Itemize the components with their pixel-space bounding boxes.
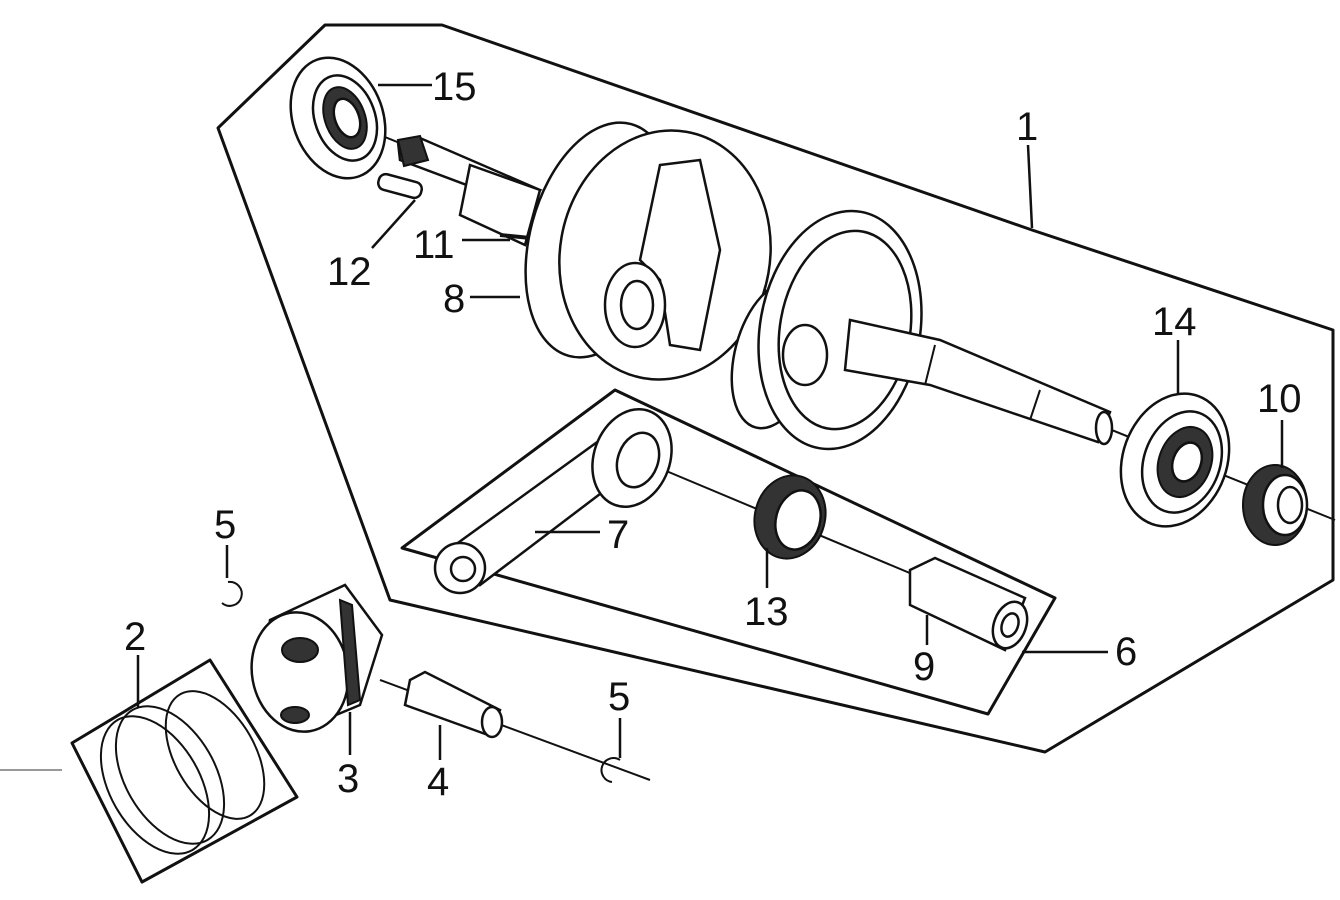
callout-5a: 5: [214, 503, 236, 547]
callout-13: 13: [744, 590, 789, 634]
leader-1: [1026, 144, 1034, 229]
woodruff-key-12: [377, 172, 423, 200]
left-crank-shaft: [396, 134, 543, 247]
callout-8: 8: [443, 277, 465, 321]
crank-pin-9: [908, 556, 1029, 652]
callout-15: 15: [432, 65, 477, 109]
bearing-14: [1119, 392, 1231, 528]
callout-1: 1: [1016, 105, 1038, 149]
callout-9: 9: [913, 645, 935, 689]
right-crank-shaft: [843, 318, 1114, 446]
left-flywheel: [524, 121, 772, 381]
leader-12: [371, 199, 416, 249]
piston-pin-4: [403, 670, 504, 739]
connecting-rod-7: [433, 408, 673, 595]
circlip-5-lower: [600, 757, 621, 783]
callout-5b: 5: [608, 675, 630, 719]
bearing-15: [289, 56, 387, 180]
callout-14: 14: [1152, 300, 1197, 344]
circlip-5-upper: [221, 580, 243, 607]
callout-2: 2: [124, 615, 146, 659]
piston-rings-outline: [70, 658, 299, 884]
callout-7: 7: [607, 513, 629, 557]
right-flywheel: [730, 209, 923, 451]
callout-6: 6: [1115, 630, 1137, 674]
callout-12: 12: [327, 250, 372, 294]
connecting-rod-set-outline: [400, 388, 1057, 716]
sprocket-10: [1242, 464, 1309, 546]
piston-rings-2: [99, 690, 266, 855]
callout-11: 11: [413, 223, 455, 267]
needle-bearing-13: [753, 474, 827, 560]
callout-10: 10: [1257, 377, 1302, 421]
crankshaft-assembly-outline: [216, 23, 1335, 754]
callout-4: 4: [427, 760, 449, 804]
callout-3: 3: [337, 757, 359, 801]
piston-3: [250, 583, 384, 733]
